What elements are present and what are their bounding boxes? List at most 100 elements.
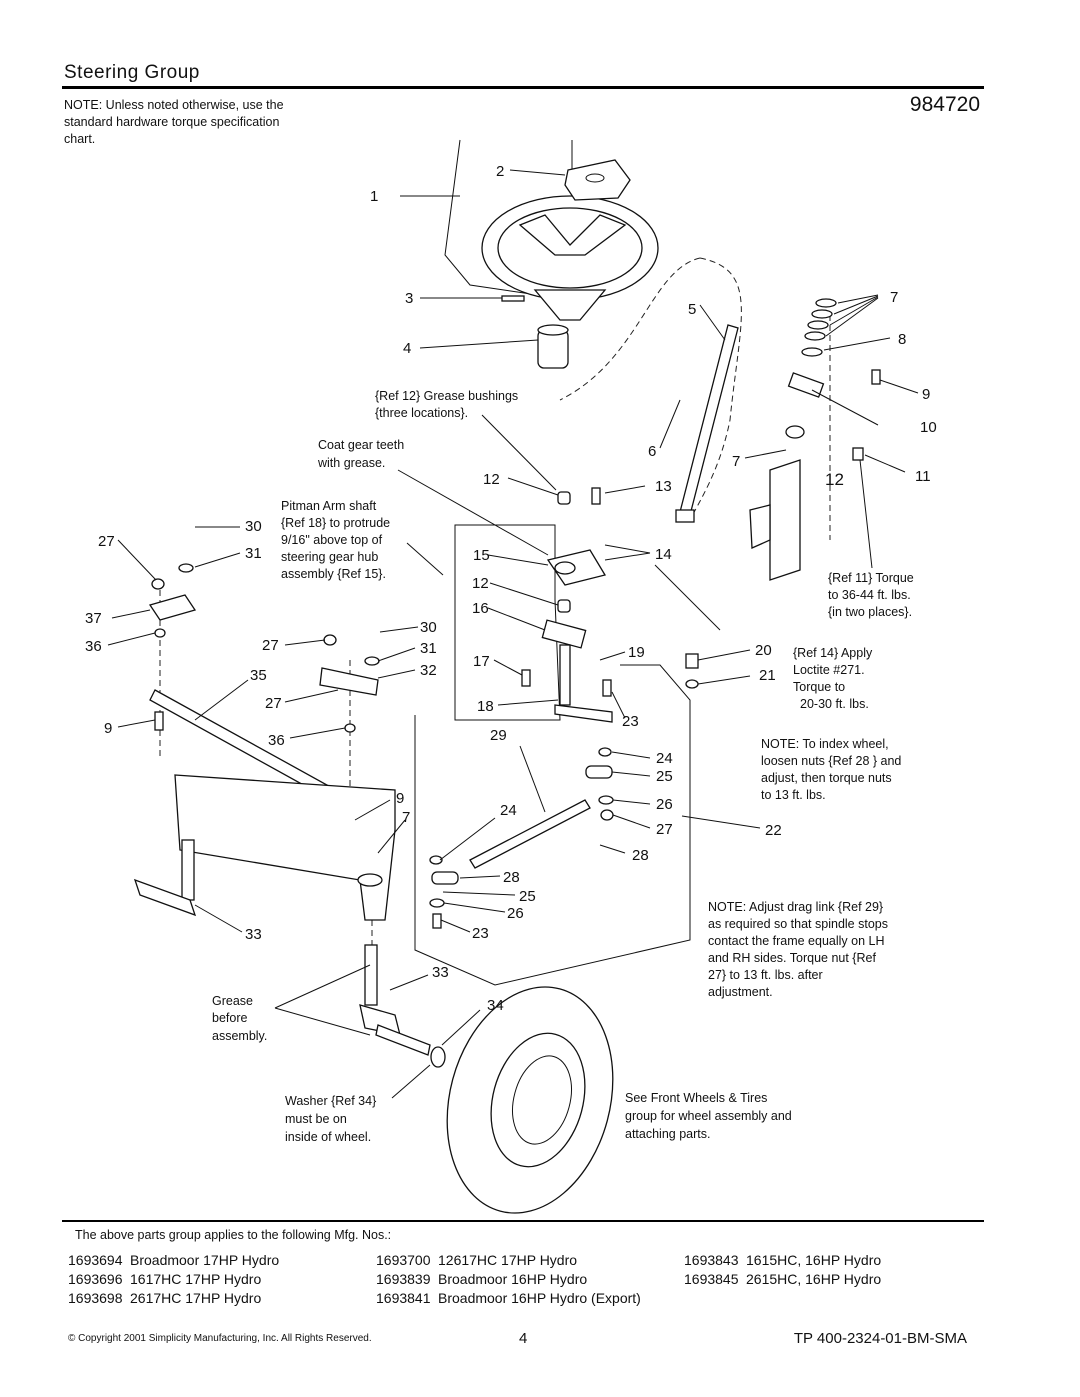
- note-ref11: {in two places}.: [828, 605, 912, 619]
- note-front-wheels: attaching parts.: [625, 1127, 710, 1141]
- callout: 21: [759, 667, 776, 684]
- callout: 24: [656, 750, 673, 767]
- arm-37: [148, 594, 197, 621]
- plate-16: [541, 619, 587, 649]
- note-coat-gear: Coat gear teeth: [318, 438, 404, 452]
- callout: 34: [487, 997, 504, 1014]
- note-front-wheels: group for wheel assembly and: [625, 1109, 792, 1123]
- callout: 7: [890, 289, 898, 306]
- note-grease-before: Grease: [212, 994, 253, 1008]
- nut-27: [600, 809, 614, 821]
- copyright: © Copyright 2001 Simplicity Manufacturin…: [68, 1333, 372, 1344]
- sector-gear: [546, 549, 607, 586]
- steering-shaft: [675, 324, 739, 523]
- drag-link: [431, 765, 613, 885]
- torque-note: NOTE: Unless noted otherwise, use the st…: [64, 98, 284, 146]
- pitman-arm: [554, 704, 613, 723]
- note-washer: must be on: [285, 1112, 347, 1126]
- callout: 30: [245, 518, 262, 535]
- callout: 33: [432, 964, 449, 981]
- note-drag-link: as required so that spindle stops: [708, 917, 888, 931]
- page-title: Steering Group: [64, 62, 200, 83]
- note-front-wheels: See Front Wheels & Tires: [625, 1091, 767, 1105]
- callout: 25: [656, 768, 673, 785]
- bushing-12b: [557, 599, 571, 613]
- callout: 10: [920, 419, 937, 436]
- front-tire: [446, 986, 614, 1214]
- callout: 1: [370, 188, 378, 205]
- bolt-23b: [432, 913, 442, 929]
- mfg-model: 2615HC, 16HP Hydro: [746, 1271, 882, 1287]
- mfg-row: 1693843 1615HC, 16HP Hydro: [684, 1252, 881, 1271]
- callout: 27: [262, 637, 279, 654]
- bolt-9a: [154, 711, 164, 731]
- mfg-model: 2617HC 17HP Hydro: [130, 1290, 262, 1306]
- callout: 7: [402, 809, 410, 826]
- mfg-model: Broadmoor 16HP Hydro (Export): [438, 1290, 641, 1306]
- nut-36a: [154, 628, 166, 638]
- page-number: 4: [519, 1330, 528, 1347]
- right-spindle: [359, 944, 431, 1056]
- callout: 36: [85, 638, 102, 655]
- bolt-17: [521, 669, 531, 687]
- mfg-num: 1693696: [68, 1271, 123, 1287]
- gear-group-outline: [454, 524, 561, 721]
- callout: 9: [396, 790, 404, 807]
- callout: 17: [473, 653, 490, 670]
- callout: 27: [265, 695, 282, 712]
- bolt-13: [591, 487, 601, 505]
- note-ref14: Torque to: [793, 680, 845, 694]
- mfg-num: 1693698: [68, 1290, 123, 1306]
- callout: 5: [688, 301, 696, 318]
- annotations: {Ref 12} Grease bushings {three location…: [212, 389, 914, 1144]
- note-grease-before: assembly.: [212, 1029, 267, 1043]
- callout: 15: [473, 547, 490, 564]
- front-axle: [174, 774, 396, 921]
- column-support: [749, 425, 805, 581]
- callout: 12: [825, 470, 844, 489]
- note-index-wheel: adjust, then torque nuts: [761, 771, 892, 785]
- callout: 20: [755, 642, 772, 659]
- steering-wheel: [481, 195, 659, 321]
- callout: 24: [500, 802, 517, 819]
- column-path: [559, 257, 701, 401]
- callout: 37: [85, 610, 102, 627]
- callout: 3: [405, 290, 413, 307]
- roll-pin: [501, 295, 525, 302]
- callout: 6: [648, 443, 656, 460]
- note-drag-link: 27} to 13 ft. lbs. after: [708, 968, 823, 982]
- note-index-wheel: to 13 ft. lbs.: [761, 788, 826, 802]
- note-coat-gear: with grease.: [317, 456, 385, 470]
- nut-24: [598, 747, 612, 757]
- callout: 13: [655, 478, 672, 495]
- nut-27b: [323, 634, 337, 646]
- callout: 18: [477, 698, 494, 715]
- callout: 23: [472, 925, 489, 942]
- callout: 31: [245, 545, 262, 562]
- callout: 8: [898, 331, 906, 348]
- washer-31b: [364, 656, 380, 666]
- header-rule: [62, 86, 984, 89]
- steering-parts-diagram: 1 2 3 4 5 6 7 7 8 9 10 11 12 12 12 13 14…: [85, 139, 937, 1214]
- note-drag-link: NOTE: Adjust drag link {Ref 29}: [708, 900, 883, 914]
- note-ref14: 20-30 ft. lbs.: [800, 697, 869, 711]
- note-ref14: Loctite #271.: [793, 663, 865, 677]
- mfg-num: 1693694: [68, 1252, 123, 1268]
- callout: 31: [420, 640, 437, 657]
- washer-stack: [801, 298, 837, 357]
- callout: 19: [628, 644, 645, 661]
- nut-11: [852, 447, 864, 461]
- pitman-shaft: [559, 644, 571, 706]
- applies-text: The above parts group applies to the fol…: [75, 1228, 392, 1242]
- mfg-model: 1615HC, 16HP Hydro: [746, 1252, 882, 1268]
- washer-26: [598, 795, 614, 805]
- washer-26b: [429, 898, 445, 908]
- callout: 7: [732, 453, 740, 470]
- nut-36b: [344, 723, 356, 733]
- mfg-num: 1693843: [684, 1252, 739, 1268]
- callout: 12: [472, 575, 489, 592]
